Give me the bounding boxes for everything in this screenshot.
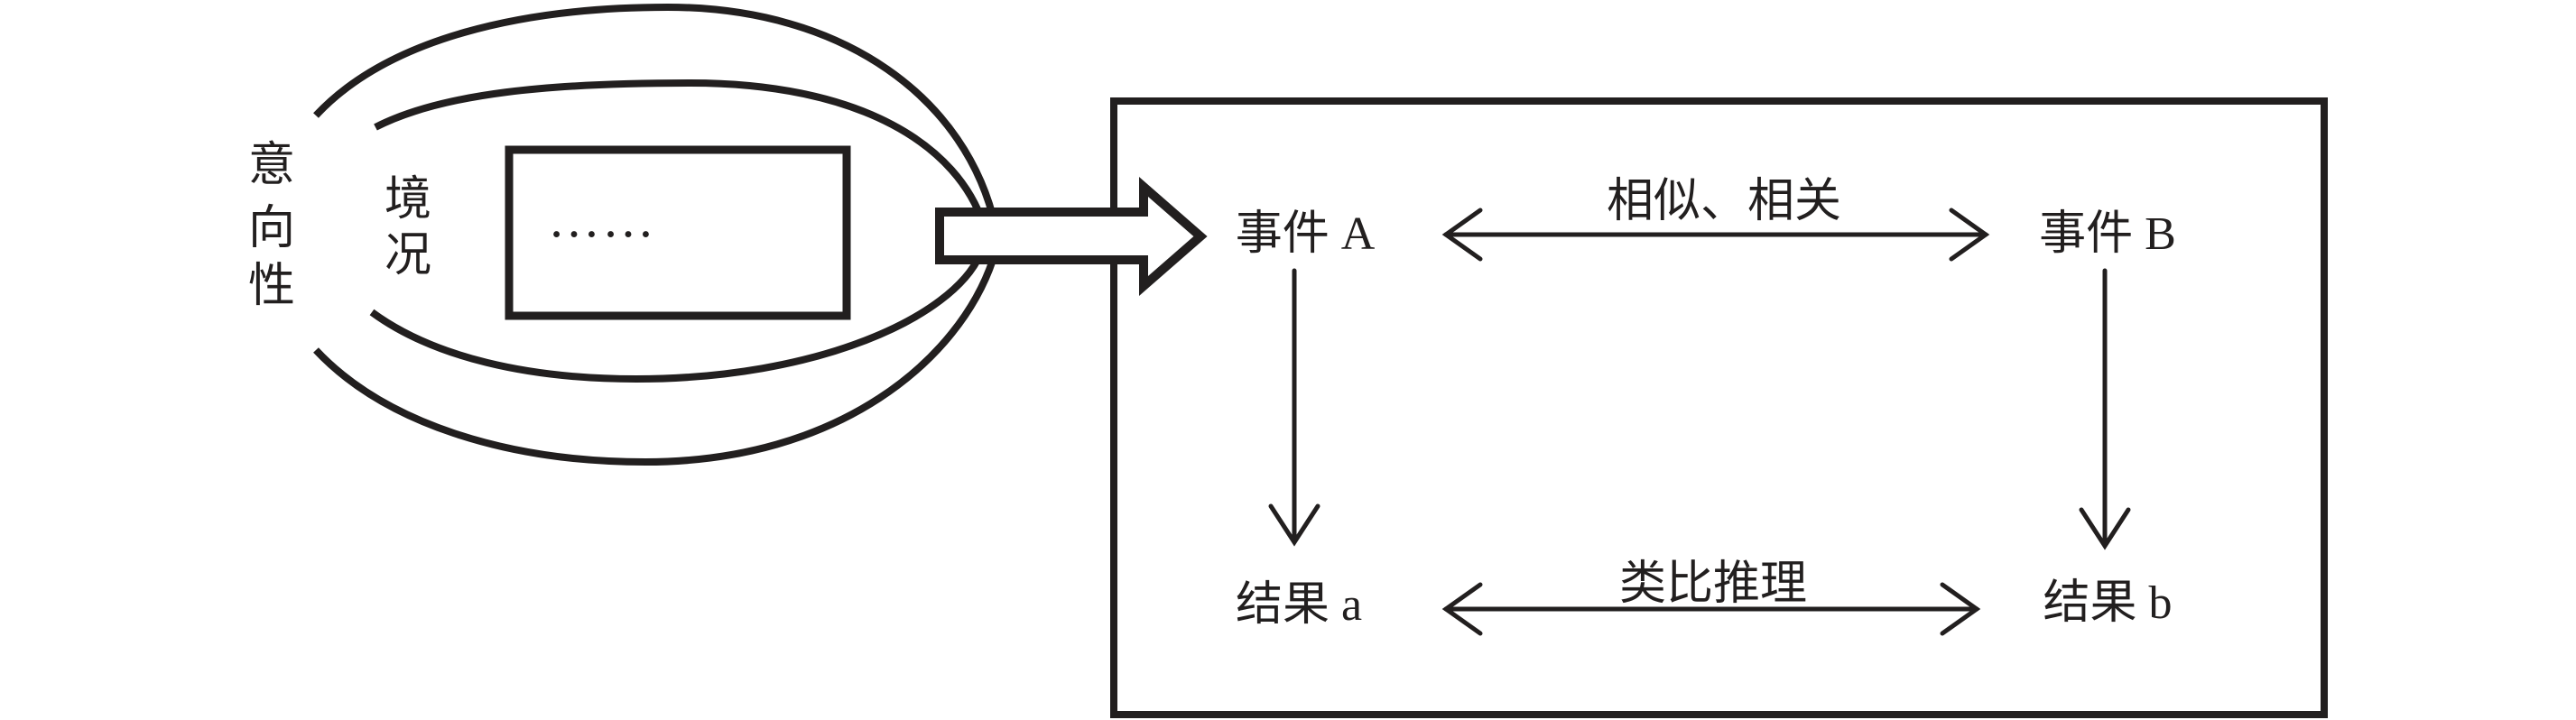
result-b-label: 结果 b xyxy=(2043,577,2172,629)
outer-oval-top-arc xyxy=(313,3,999,228)
similarity-label: 相似、相关 xyxy=(1607,176,1841,227)
situation-char-2: 况 xyxy=(385,230,431,282)
event-b-label: 事件 B xyxy=(2039,208,2176,260)
inner-oval-bottom-arc xyxy=(369,253,984,383)
event-a-result-arrow-head xyxy=(1268,503,1320,547)
situation-char-1: 境 xyxy=(385,174,431,226)
event-a-label: 事件 A xyxy=(1236,208,1376,260)
event-a-result-arrow xyxy=(1268,268,1320,547)
intentionality-char-1: 意 xyxy=(248,140,295,191)
analogy-arrow xyxy=(1441,582,1981,636)
similarity-arrow xyxy=(1441,208,1990,262)
situation-oval xyxy=(369,78,987,383)
flow-arrow xyxy=(935,176,1208,297)
content-rect xyxy=(505,145,851,320)
event-b-result-arrow xyxy=(2079,268,2131,550)
similarity-arrow-left-head xyxy=(1441,208,1483,262)
intentionality-label: 意 向 性 xyxy=(248,140,295,312)
intentionality-char-2: 向 xyxy=(248,203,295,254)
analogy-arrow-right-head xyxy=(1940,582,1981,636)
outer-oval-bottom-arc xyxy=(313,258,996,466)
inner-oval-top-arc xyxy=(374,78,987,227)
event-b-result-arrow-head xyxy=(2079,507,2131,550)
situation-label: 境 况 xyxy=(385,174,431,282)
similarity-arrow-right-head xyxy=(1949,208,1990,262)
analogy-arrow-left-head xyxy=(1441,582,1483,636)
intentionality-char-3: 性 xyxy=(248,261,295,312)
ellipsis-dots: …… xyxy=(548,189,656,248)
result-a-label: 结果 a xyxy=(1236,579,1362,631)
analogy-label: 类比推理 xyxy=(1619,558,1807,610)
intentionality-oval xyxy=(313,3,999,466)
analogy-box xyxy=(1110,97,2328,718)
